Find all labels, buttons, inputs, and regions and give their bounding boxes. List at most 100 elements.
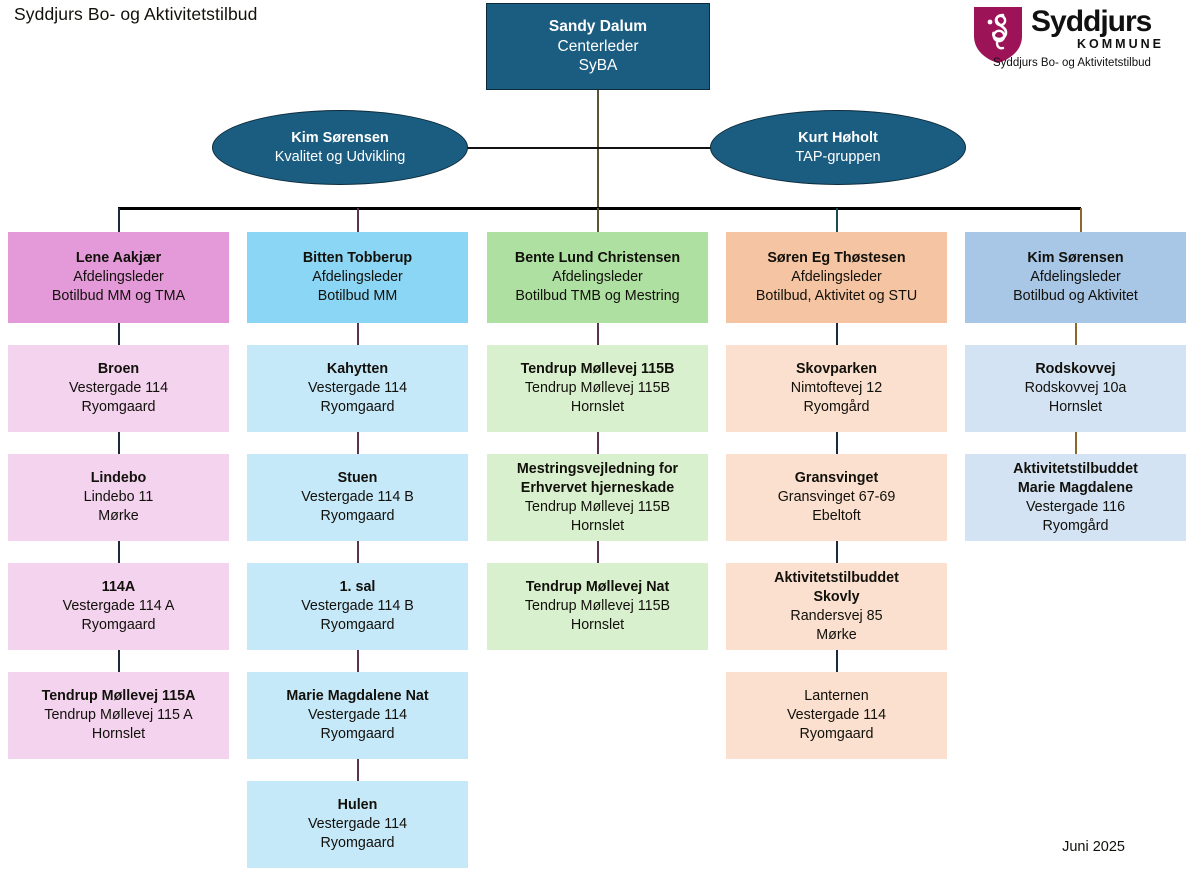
unit-box-col5-0-name: Rodskovvej [1035,361,1116,377]
node-center-leader-name: Sandy Dalum [548,17,648,35]
unit-box-col2-0-address: Vestergade 114 [307,380,408,396]
unit-box-col3-0[interactable]: Tendrup Møllevej 115B Tendrup Møllevej 1… [487,345,708,432]
unit-box-col1-3[interactable]: Tendrup Møllevej 115A Tendrup Møllevej 1… [8,672,229,759]
connector-col4-4 [836,650,838,672]
unit-box-col1-2-name: 114A [101,579,136,595]
unit-box-col5-0[interactable]: Rodskovvej Rodskovvej 10a Hornslet [965,345,1186,432]
unit-box-col1-3-address: Tendrup Møllevej 115 A [44,707,193,723]
unit-box-col5-1-city: Ryomgård [1042,517,1109,534]
unit-box-col3-1-name: Mestringsvejledning for [516,460,679,477]
unit-box-col1-0-address: Vestergade 114 [68,380,169,396]
connector-col2-5 [357,759,359,781]
dept-head-col1[interactable]: Lene Aakjær Afdelingsleder Botilbud MM o… [8,232,229,323]
unit-box-col2-3-city: Ryomgaard [320,726,395,742]
unit-box-col4-1-address: Gransvinget 67-69 [777,489,896,505]
connector-col5-2 [1075,432,1077,454]
dept-head-col3-name: Bente Lund Christensen [514,250,681,266]
unit-box-col2-0-name: Kahytten [326,361,389,377]
unit-box-col2-2[interactable]: 1. sal Vestergade 114 B Ryomgaard [247,563,468,650]
unit-box-col4-0-name: Skovparken [795,361,878,377]
node-center-leader[interactable]: Sandy Dalum Centerleder SyBA [486,3,710,90]
unit-box-col1-3-name: Tendrup Møllevej 115A [41,688,196,704]
connector-col4-3 [836,541,838,563]
node-center-leader-role: Centerleder [557,37,639,55]
unit-box-col4-3-address: Vestergade 114 [786,707,887,723]
unit-box-col3-2[interactable]: Tendrup Møllevej Nat Tendrup Møllevej 11… [487,563,708,650]
unit-box-col5-1[interactable]: Aktivitetstilbuddet Marie Magdalene Vest… [965,454,1186,541]
unit-box-col4-2[interactable]: Aktivitetstilbuddet Skovly Randersvej 85… [726,563,947,650]
unit-box-col2-4[interactable]: Hulen Vestergade 114 Ryomgaard [247,781,468,868]
connector-bus-to-col4 [836,208,838,232]
unit-box-col3-2-city: Hornslet [570,617,625,633]
unit-box-col2-3-name: Marie Magdalene Nat [286,688,429,704]
unit-box-col4-3[interactable]: Lanternen Vestergade 114 Ryomgaard [726,672,947,759]
unit-box-col1-2[interactable]: 114A Vestergade 114 A Ryomgaard [8,563,229,650]
unit-box-col4-1-city: Ebeltoft [812,508,861,524]
unit-box-col5-0-address: Rodskovvej 10a [1024,380,1127,396]
dept-head-col1-unit: Botilbud MM og TMA [51,288,186,304]
connector-col2-3 [357,541,359,563]
dept-head-col1-role: Afdelingsleder [73,269,164,285]
dept-head-col2-unit: Botilbud MM [317,288,398,304]
connector-col1-2 [118,432,120,454]
unit-box-col2-3[interactable]: Marie Magdalene Nat Vestergade 114 Ryomg… [247,672,468,759]
connector-top-to-bus [597,90,599,209]
node-staff-1-name: Kurt Høholt [798,129,878,146]
unit-box-col4-0[interactable]: Skovparken Nimtoftevej 12 Ryomgård [726,345,947,432]
dept-head-col3-role: Afdelingsleder [552,269,643,285]
unit-box-col1-1-city: Mørke [98,508,139,524]
dept-head-col5-name: Kim Sørensen [1027,250,1124,266]
node-staff-kvalitet-udvikling[interactable]: Kim Sørensen Kvalitet og Udvikling [212,110,468,185]
connector-col3-1 [597,323,599,345]
dept-head-col4[interactable]: Søren Eg Thøstesen Afdelingsleder Botilb… [726,232,947,323]
unit-box-col4-3-name: Lanternen [804,688,869,704]
unit-box-col3-1-city: Hornslet [570,517,625,534]
dept-head-col5[interactable]: Kim Sørensen Afdelingsleder Botilbud og … [965,232,1186,323]
connector-main-bus [118,207,1081,211]
unit-box-col2-3-address: Vestergade 114 [307,707,408,723]
unit-box-col5-1-name: Aktivitetstilbuddet [1013,460,1138,477]
unit-box-col5-0-city: Hornslet [1048,399,1103,415]
unit-box-col3-1-address: Tendrup Møllevej 115B [524,498,671,515]
dept-head-col3[interactable]: Bente Lund Christensen Afdelingsleder Bo… [487,232,708,323]
unit-box-col4-1[interactable]: Gransvinget Gransvinget 67-69 Ebeltoft [726,454,947,541]
unit-box-col1-1-name: Lindebo [90,470,147,486]
unit-box-col2-4-city: Ryomgaard [320,835,395,851]
connector-bus-to-col5 [1080,208,1082,232]
connector-col1-3 [118,541,120,563]
unit-box-col3-2-name: Tendrup Møllevej Nat [525,579,670,595]
connector-bus-to-col2 [357,208,359,232]
unit-box-col2-2-address: Vestergade 114 B [301,598,414,614]
dept-head-col3-unit: Botilbud TMB og Mestring [515,288,680,304]
unit-box-col2-0[interactable]: Kahytten Vestergade 114 Ryomgaard [247,345,468,432]
node-staff-0-role: Kvalitet og Udvikling [274,148,406,165]
connector-col1-4 [118,650,120,672]
unit-box-col3-2-address: Tendrup Møllevej 115B [524,598,671,614]
dept-head-col2[interactable]: Bitten Tobberup Afdelingsleder Botilbud … [247,232,468,323]
node-staff-tap-gruppen[interactable]: Kurt Høholt TAP-gruppen [710,110,966,185]
dept-head-col5-unit: Botilbud og Aktivitet [1013,288,1138,304]
unit-box-col1-0-city: Ryomgaard [81,399,156,415]
connector-col4-2 [836,432,838,454]
unit-box-col2-1[interactable]: Stuen Vestergade 114 B Ryomgaard [247,454,468,541]
unit-box-col4-2-address: Randersvej 85 [790,607,883,624]
node-staff-1-role: TAP-gruppen [795,148,881,165]
unit-box-col4-2-city: Mørke [816,626,857,643]
connector-bus-to-col3 [597,208,599,232]
node-center-leader-unit: SyBA [578,57,618,75]
unit-box-col1-2-address: Vestergade 114 A [62,598,175,614]
unit-box-col2-1-name: Stuen [337,470,378,486]
unit-box-col1-1[interactable]: Lindebo Lindebo 11 Mørke [8,454,229,541]
logo-kommune-text: KOMMUNE [1077,37,1164,51]
connector-col1-1 [118,323,120,345]
page-title: Syddjurs Bo- og Aktivitetstilbud [14,4,258,24]
logo-wordmark: Syddjurs [1031,5,1152,38]
unit-box-col1-0[interactable]: Broen Vestergade 114 Ryomgaard [8,345,229,432]
unit-box-col3-1[interactable]: Mestringsvejledning for Erhvervet hjerne… [487,454,708,541]
dept-head-col2-role: Afdelingsleder [312,269,403,285]
connector-col4-1 [836,323,838,345]
connector-bus-to-col1 [118,208,120,232]
unit-box-col2-4-name: Hulen [337,797,378,813]
unit-box-col4-2-name: Aktivitetstilbuddet [774,569,899,586]
